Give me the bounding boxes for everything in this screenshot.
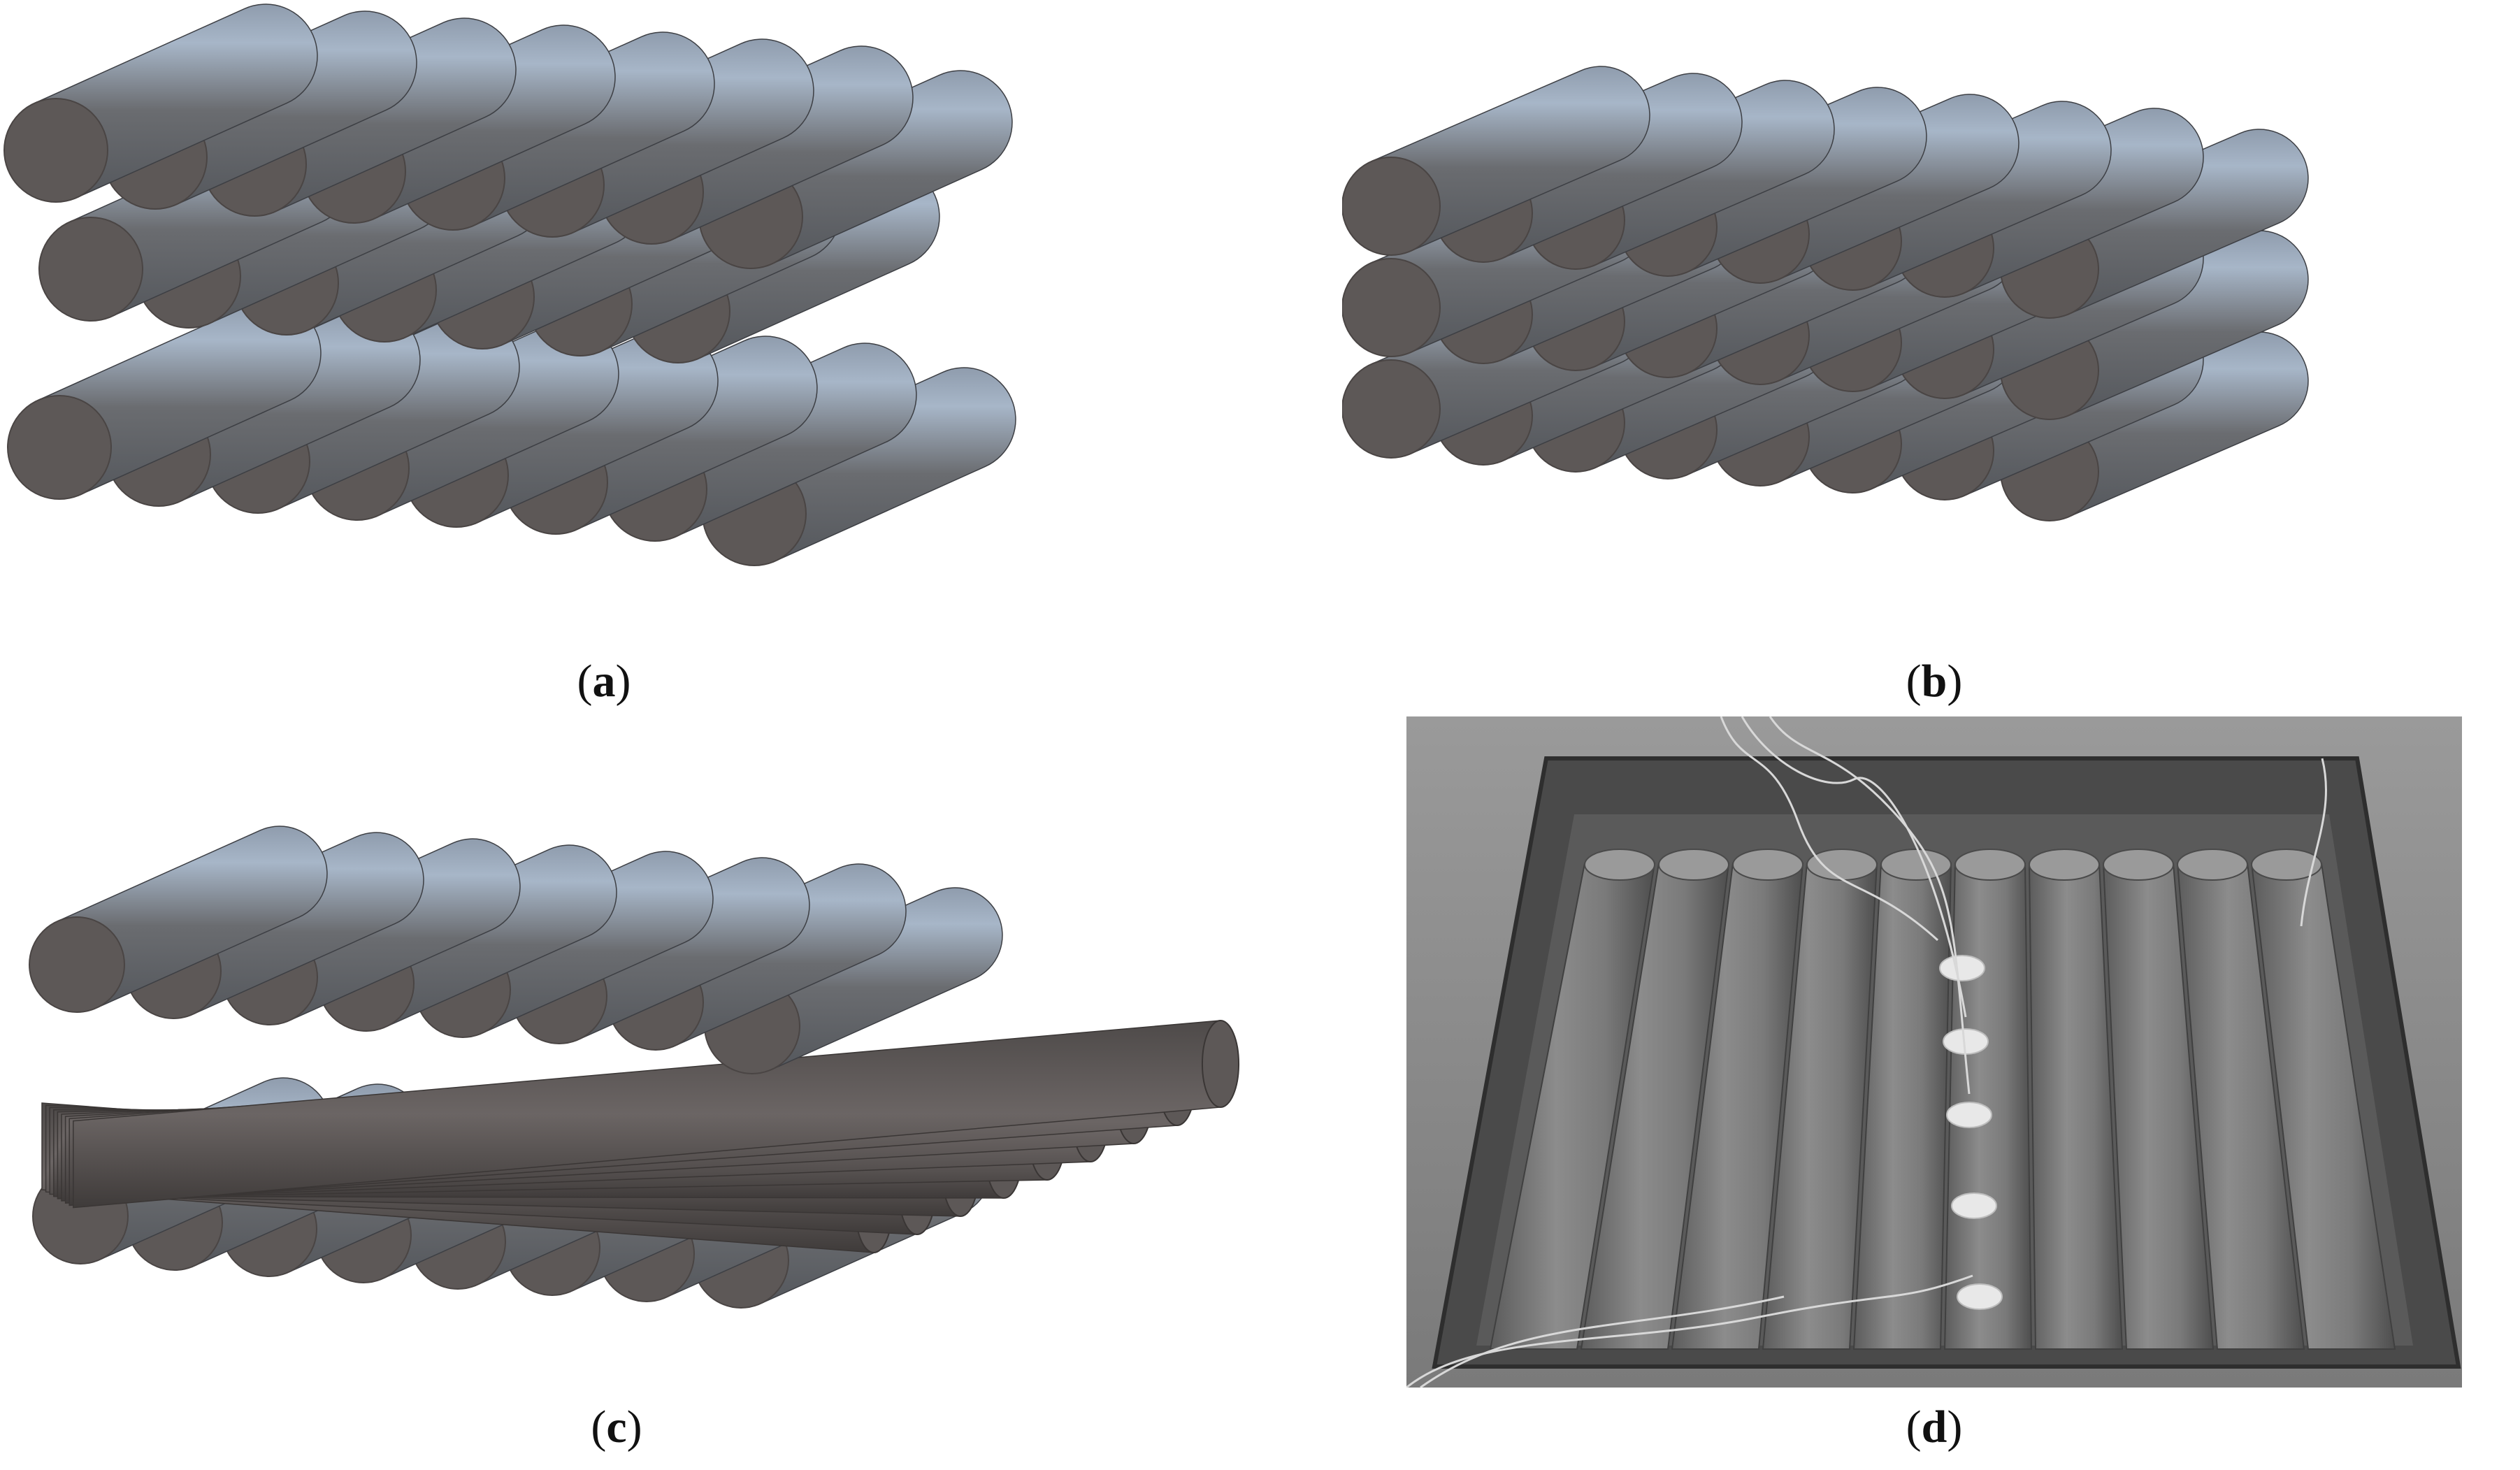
sensor-wire xyxy=(1741,716,1967,1018)
panel-b-caption: (b) xyxy=(1906,656,1963,707)
rod-in-box xyxy=(1943,849,2033,1350)
rod-in-box xyxy=(2102,849,2215,1350)
panel-a-caption: (a) xyxy=(577,656,631,707)
panel-b-figure xyxy=(1342,0,2520,643)
thermocouple-patch xyxy=(1957,1283,2003,1310)
rod-in-box xyxy=(2176,849,2305,1350)
rod-crossing xyxy=(73,1020,1240,1209)
panel-a-figure xyxy=(0,0,1244,643)
rods-in-box-photograph xyxy=(1406,716,2462,1388)
sensor-wire xyxy=(1420,1295,1785,1388)
sensor-wire xyxy=(2300,758,2328,927)
rod-in-box xyxy=(2250,849,2396,1350)
rod xyxy=(1342,66,1650,256)
rod xyxy=(3,3,318,203)
panel-c-figure xyxy=(0,727,1244,1391)
rod xyxy=(29,826,328,1013)
aligned-rod-stack-illustration xyxy=(1342,66,2309,521)
panel-d-caption: (d) xyxy=(1906,1401,1963,1453)
rod-in-box xyxy=(2028,849,2124,1350)
rod xyxy=(7,301,322,500)
rod-in-box xyxy=(1852,849,1952,1350)
panel-c-caption: (c) xyxy=(591,1401,642,1453)
staggered-rod-stack-illustration xyxy=(3,3,1016,566)
thermocouple-patch xyxy=(1939,955,1985,981)
sensor-wire xyxy=(1769,716,1971,1095)
sensor-wire xyxy=(1720,716,1939,942)
thermocouple-patch xyxy=(1951,1192,1997,1219)
thermocouple-patch xyxy=(1946,1102,1992,1128)
rod-in-box xyxy=(1489,849,1656,1350)
crossed-rod-stack-illustration xyxy=(29,826,1240,1309)
rod-in-box xyxy=(1762,849,1878,1350)
rod-in-box xyxy=(1580,849,1730,1350)
panel-d-photo xyxy=(1406,716,2462,1388)
rod-in-box xyxy=(1671,849,1804,1350)
